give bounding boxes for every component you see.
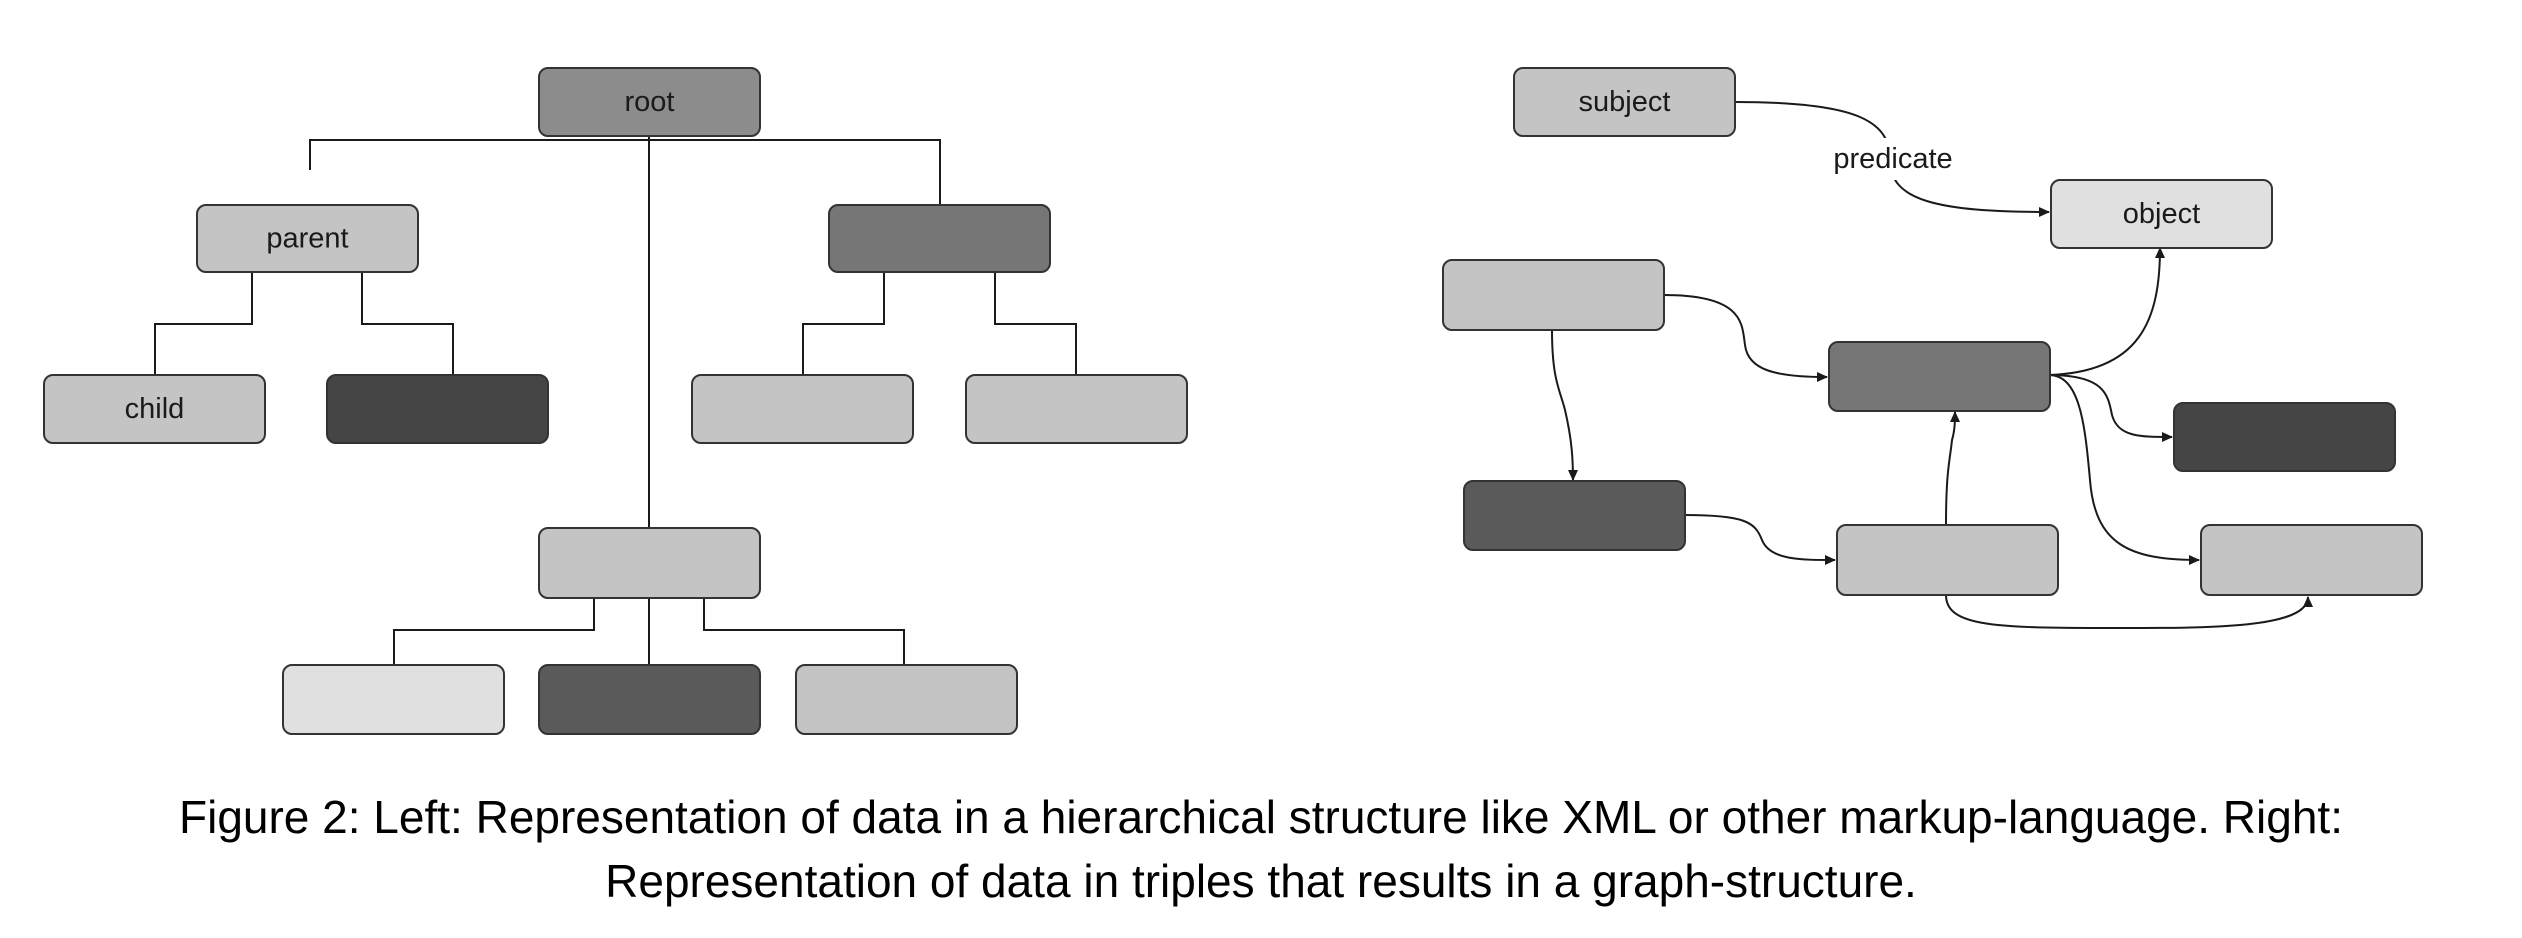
edge-c-d [1945,594,2313,630]
connector-right-child-2 [994,272,1077,375]
edge-hub-d [2048,374,2200,565]
graph-node-d [2200,524,2423,596]
node-object-label: object [2123,198,2200,230]
node-root-label: root [625,86,675,118]
graph-node-b [1463,480,1686,551]
node-subject-box [1513,67,1736,137]
node-d-box [2200,524,2423,596]
hierarchy-diagram: root parent child [43,67,1188,735]
node-hub-box [1828,341,2051,412]
node-subject-label: subject [1579,86,1671,118]
tree-node-root: root [538,67,761,137]
edge-label-predicate-bg [1826,138,1960,180]
node-center-box [538,527,761,599]
tree-node-center [538,527,761,599]
caption-line-2: Representation of data in triples that r… [605,855,1917,907]
graph-edges [1551,101,2313,630]
connector-parent-child-dark [361,272,454,375]
graph-node-hub [1828,341,2051,412]
edge-hub-object [2048,247,2165,376]
figure-caption: Figure 2: Left: Representation of data i… [0,785,2522,913]
tree-node-child: child [43,374,266,444]
node-center-child-3-box [795,664,1018,735]
graph-diagram: predicate subject object [1442,67,2423,630]
node-right-child-1-box [691,374,914,444]
node-child-box [43,374,266,444]
tree-node-right-parent [828,204,1051,273]
node-object-box [2050,179,2273,249]
node-parent-label: parent [266,223,348,255]
node-right-parent-box [828,204,1051,273]
connector-right-child-1 [802,272,885,375]
tree-connectors [154,136,1077,665]
node-center-child-1-box [282,664,505,735]
graph-node-c [1836,524,2059,596]
edge-hub-dark [2048,374,2173,442]
node-center-child-2-box [538,664,761,735]
edge-b-c [1683,514,1836,565]
connector-root-branches [309,139,941,205]
tree-node-right-child-1 [691,374,914,444]
tree-node-center-child-3 [795,664,1018,735]
edge-a-b [1551,329,1578,481]
tree-node-center-child-1 [282,664,505,735]
graph-node-subject: subject [1513,67,1736,137]
node-c-box [1836,524,2059,596]
tree-node-child-dark [326,374,549,444]
graph-node-a [1442,259,1665,331]
node-dark-box [2173,402,2396,472]
node-child-dark-box [326,374,549,444]
edge-c-hub [1945,411,1960,526]
graph-node-object: object [2050,179,2273,249]
node-right-child-2-box [965,374,1188,444]
node-parent-box [196,204,419,273]
graph-node-dark [2173,402,2396,472]
connector-center-child-1 [393,598,595,665]
tree-node-center-child-2 [538,664,761,735]
caption-line-1: Figure 2: Left: Representation of data i… [179,791,2343,843]
node-root-box [538,67,761,137]
node-child-label: child [125,393,185,425]
connector-parent-child [154,272,253,375]
node-b-box [1463,480,1686,551]
edge-label-predicate: predicate [1826,138,1960,180]
tree-node-right-child-2 [965,374,1188,444]
edge-label-predicate-text: predicate [1833,143,1952,175]
tree-node-parent: parent [196,204,419,273]
node-a-box [1442,259,1665,331]
connector-center-child-3 [703,598,905,665]
edge-a-hub [1663,294,1828,382]
